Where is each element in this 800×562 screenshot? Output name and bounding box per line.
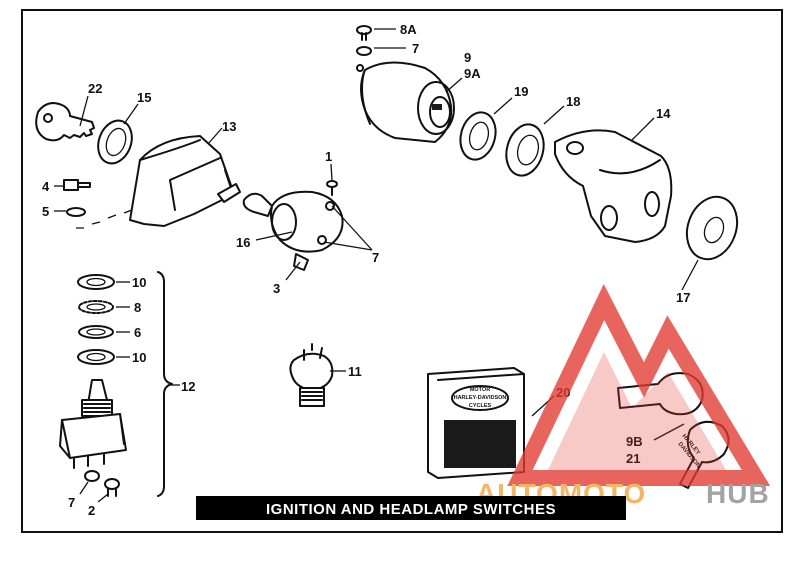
part-key-card: MOTOR HARLEY-DAVIDSON CYCLES xyxy=(427,367,525,479)
part-lockwasher-8 xyxy=(78,300,114,314)
part-key xyxy=(35,102,95,142)
assembly-dashline xyxy=(76,209,133,229)
part-mounting-bracket xyxy=(554,129,673,243)
part-position-plate xyxy=(685,195,739,261)
label-7-top: 7 xyxy=(412,41,419,56)
leader-9b xyxy=(653,423,685,441)
part-screw-1 xyxy=(326,180,338,196)
diagram-frame xyxy=(21,9,783,533)
leader-7-mid xyxy=(323,205,373,251)
title-bar xyxy=(196,496,626,520)
part-nut-10-top xyxy=(77,274,115,290)
label-16: 16 xyxy=(236,235,250,250)
leader-17 xyxy=(681,259,699,291)
part-screw-8a xyxy=(356,25,372,41)
label-22: 22 xyxy=(88,81,102,96)
label-2: 2 xyxy=(88,503,95,518)
part-nut-10-bottom xyxy=(77,349,115,365)
label-14: 14 xyxy=(656,106,671,121)
label-6: 6 xyxy=(134,325,141,340)
label-10-bottom: 10 xyxy=(132,350,146,365)
leader-18 xyxy=(543,105,565,125)
label-7-bottom: 7 xyxy=(68,495,75,510)
label-12: 12 xyxy=(181,379,195,394)
part-washer-5 xyxy=(66,207,86,217)
label-3: 3 xyxy=(273,281,280,296)
leader-14 xyxy=(631,117,655,141)
leader-22 xyxy=(79,95,89,127)
label-13: 13 xyxy=(222,119,236,134)
leader-16 xyxy=(255,231,293,241)
leader-2 xyxy=(97,493,109,503)
label-8: 8 xyxy=(134,300,141,315)
part-ignition-switch-16 xyxy=(242,190,344,271)
card-line-1: MOTOR xyxy=(470,387,490,393)
leader-13 xyxy=(207,127,223,145)
label-8a: 8A xyxy=(400,22,417,37)
leader-1 xyxy=(330,163,333,181)
label-9: 9 xyxy=(464,50,471,65)
watermark-logo-icon xyxy=(507,283,771,486)
leader-19 xyxy=(493,97,513,115)
group-bracket-12 xyxy=(157,271,173,497)
label-15: 15 xyxy=(137,90,151,105)
leader-3 xyxy=(285,261,301,281)
label-17: 17 xyxy=(676,290,690,305)
card-line-2: HARLEY-DAVIDSON xyxy=(454,395,507,401)
part-screw-4 xyxy=(63,179,91,191)
diagram-title: IGNITION AND HEADLAMP SWITCHES xyxy=(266,501,556,518)
label-4: 4 xyxy=(42,179,50,194)
label-7-mid: 7 xyxy=(372,250,379,265)
label-18: 18 xyxy=(566,94,580,109)
label-11: 11 xyxy=(348,364,362,379)
card-line-3: CYCLES xyxy=(469,403,492,409)
leader-7-bottom xyxy=(79,481,89,495)
part-switch-cover xyxy=(129,135,241,227)
part-washer-7-bottom xyxy=(84,470,100,482)
label-1: 1 xyxy=(325,149,332,164)
part-bezel-ring xyxy=(97,119,133,165)
watermark-text-b: HUB xyxy=(706,478,770,509)
part-washer-6 xyxy=(78,325,114,339)
part-nut-18 xyxy=(505,123,545,177)
label-19: 19 xyxy=(514,84,528,99)
part-ignition-switch-body xyxy=(356,61,455,143)
part-toggle-switch xyxy=(59,379,127,469)
label-21: 21 xyxy=(626,451,640,466)
part-headlamp-switch xyxy=(289,343,334,407)
part-screw-2 xyxy=(104,478,120,497)
part-washer-7-top xyxy=(356,46,372,56)
label-9a: 9A xyxy=(464,66,481,81)
part-washer-19 xyxy=(459,111,497,161)
label-5: 5 xyxy=(42,204,49,219)
label-9b: 9B xyxy=(626,434,643,449)
label-10-top: 10 xyxy=(132,275,146,290)
leader-15 xyxy=(123,103,139,125)
leader-9 xyxy=(445,77,463,93)
